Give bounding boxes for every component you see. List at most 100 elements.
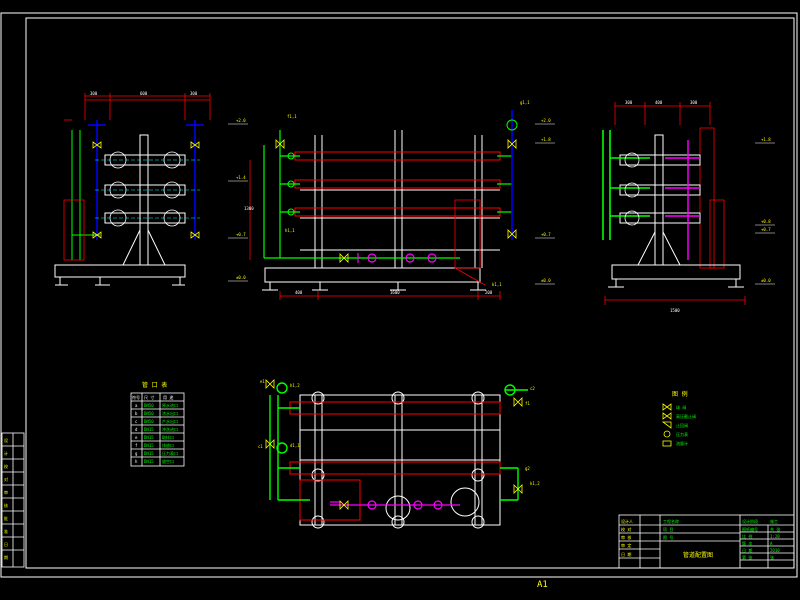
nozzle-row-4-use: 取样口 bbox=[162, 434, 174, 440]
title-left-label-1: 校 对 bbox=[621, 526, 631, 532]
title-right-4-label: 日 期 bbox=[742, 547, 752, 553]
nozzle-row-7-symbol: h bbox=[135, 459, 138, 464]
nozzle-row-3-use: 冲洗进口 bbox=[162, 426, 178, 432]
svg-text:核: 核 bbox=[4, 502, 8, 508]
svg-text:计: 计 bbox=[4, 450, 8, 456]
svg-text:+0.7: +0.7 bbox=[761, 227, 771, 232]
svg-text:e1: e1 bbox=[260, 379, 265, 384]
svg-text:f1: f1 bbox=[525, 401, 530, 406]
title-left-label-0: 设计人 bbox=[621, 518, 633, 524]
legend-item-ball-valve: 球 阀 bbox=[676, 404, 686, 410]
nozzle-row-7-use: 放空口 bbox=[162, 458, 174, 464]
svg-text:日: 日 bbox=[4, 542, 8, 547]
legend-title: 图 例 bbox=[672, 390, 688, 398]
nozzle-row-3-size: DN15 bbox=[144, 427, 154, 432]
nozzle-row-1-symbol: b bbox=[135, 411, 138, 416]
svg-text:1500: 1500 bbox=[670, 308, 680, 313]
svg-text:±0.0: ±0.0 bbox=[236, 275, 246, 280]
globe-valve-icon bbox=[662, 412, 672, 420]
svg-text:+2.0: +2.0 bbox=[541, 118, 551, 123]
svg-text:1600: 1600 bbox=[390, 290, 400, 295]
legend-item-check-valve: 止回阀 bbox=[676, 422, 688, 428]
nozzle-row-2-symbol: c bbox=[135, 419, 138, 424]
nozzle-row-4-symbol: e bbox=[135, 435, 138, 440]
svg-text:审: 审 bbox=[4, 489, 8, 495]
svg-text:±0.0: ±0.0 bbox=[761, 278, 771, 283]
svg-text:200: 200 bbox=[485, 290, 493, 295]
left-revision-strip bbox=[1, 432, 25, 568]
svg-text:c1: c1 bbox=[258, 444, 263, 449]
title-right-2-value: 1:20 bbox=[770, 534, 780, 539]
nozzle-row-1-use: 浓水出口 bbox=[162, 410, 178, 416]
left-strip-labels: 设 计 校 对 审 核 批 准 日 期 bbox=[4, 437, 8, 560]
nozzle-row-7-size: DN15 bbox=[144, 459, 154, 464]
svg-text:g2: g2 bbox=[525, 466, 530, 471]
nozzle-row-0-use: 原水进口 bbox=[162, 402, 178, 408]
svg-text:600: 600 bbox=[140, 91, 148, 96]
svg-text:h1,1: h1,1 bbox=[285, 228, 295, 233]
svg-text:300: 300 bbox=[90, 91, 98, 96]
title-left-label-4: 日 期 bbox=[621, 551, 631, 557]
sheet-size-label: A1 bbox=[537, 580, 548, 590]
nozzle-row-4-size: DN15 bbox=[144, 435, 154, 440]
svg-text:g1,1: g1,1 bbox=[520, 100, 530, 105]
ball-valve-icon bbox=[662, 403, 672, 411]
check-valve-icon bbox=[661, 421, 672, 429]
title-right-3-value: A bbox=[770, 541, 773, 546]
svg-text:对: 对 bbox=[4, 476, 8, 482]
svg-text:c2: c2 bbox=[530, 386, 535, 391]
drawing-frame bbox=[0, 12, 798, 578]
nozzle-row-0-symbol: a bbox=[135, 403, 138, 408]
svg-text:+1.8: +1.8 bbox=[541, 137, 551, 142]
right-side-elevation-view: 300 400 300 1500 bbox=[602, 100, 775, 313]
title-left-label-3: 审 定 bbox=[621, 542, 631, 548]
svg-text:+1.4: +1.4 bbox=[236, 175, 246, 180]
nozzle-header-use: 用 途 bbox=[163, 394, 173, 400]
legend-item-flowmeter: 流量计 bbox=[676, 440, 688, 446]
title-right-4-value: 2010 bbox=[770, 548, 780, 553]
title-right-0-value: 施工 bbox=[770, 518, 778, 524]
drawing-name: 管道配置图 bbox=[683, 551, 713, 559]
svg-text:期: 期 bbox=[4, 554, 8, 560]
nozzle-row-0-size: DN50 bbox=[144, 403, 154, 408]
nozzle-row-2-use: 产水出口 bbox=[162, 418, 178, 424]
title-right-2-label: 比 例 bbox=[742, 533, 752, 539]
nozzle-header-symbol: 符号 bbox=[132, 394, 140, 400]
svg-text:设: 设 bbox=[4, 437, 8, 443]
svg-text:批: 批 bbox=[4, 515, 8, 521]
title-middle-0: 工程名称 bbox=[663, 518, 679, 524]
svg-text:+0.8: +0.8 bbox=[761, 219, 771, 224]
svg-text:校: 校 bbox=[4, 463, 8, 469]
title-right-1-value: 共 张 bbox=[770, 526, 780, 532]
title-left-label-2: 审 核 bbox=[621, 534, 631, 540]
nozzle-row-5-size: DN15 bbox=[144, 443, 154, 448]
svg-text:400: 400 bbox=[655, 100, 663, 105]
nozzle-row-5-symbol: f bbox=[135, 443, 138, 448]
svg-text:d1,1: d1,1 bbox=[290, 443, 300, 448]
svg-text:300: 300 bbox=[690, 100, 698, 105]
nozzle-table-title: 管 口 表 bbox=[142, 381, 167, 389]
flowmeter-icon bbox=[662, 440, 672, 447]
legend: 图 例 球 阀 高压截止阀 止回阀 压力表 流量计 bbox=[661, 390, 696, 447]
legend-item-globe-valve: 高压截止阀 bbox=[676, 413, 696, 419]
svg-text:400: 400 bbox=[295, 290, 303, 295]
svg-text:300: 300 bbox=[190, 91, 198, 96]
nozzle-row-1-size: DN50 bbox=[144, 411, 154, 416]
title-middle-2: 图 号 bbox=[663, 534, 673, 540]
svg-text:准: 准 bbox=[4, 528, 8, 534]
svg-text:+0.7: +0.7 bbox=[236, 232, 246, 237]
title-block: 设计人 校 对 审 核 审 定 日 期 工程名称 项 目 图 号 管道配置图 设… bbox=[618, 514, 795, 569]
svg-text:+2.0: +2.0 bbox=[236, 118, 246, 123]
svg-text:±0.0: ±0.0 bbox=[541, 278, 551, 283]
svg-text:+1.8: +1.8 bbox=[761, 137, 771, 142]
front-elevation-view: 400 1600 200 1300 f1,1 g1,1 h1,1 k1,1 +2… bbox=[244, 100, 555, 300]
title-right-5-value: 张 bbox=[770, 554, 774, 560]
svg-text:k1,1: k1,1 bbox=[492, 282, 502, 287]
title-middle-1: 项 目 bbox=[663, 526, 673, 532]
svg-text:h1,2: h1,2 bbox=[290, 383, 300, 388]
nozzle-table: 管 口 表 符号 尺 寸 用 途 a DN50 原水进口 b DN50 浓水出口… bbox=[130, 381, 185, 467]
nozzle-row-6-symbol: g bbox=[135, 451, 138, 456]
svg-text:300: 300 bbox=[625, 100, 633, 105]
svg-text:1300: 1300 bbox=[244, 206, 254, 211]
